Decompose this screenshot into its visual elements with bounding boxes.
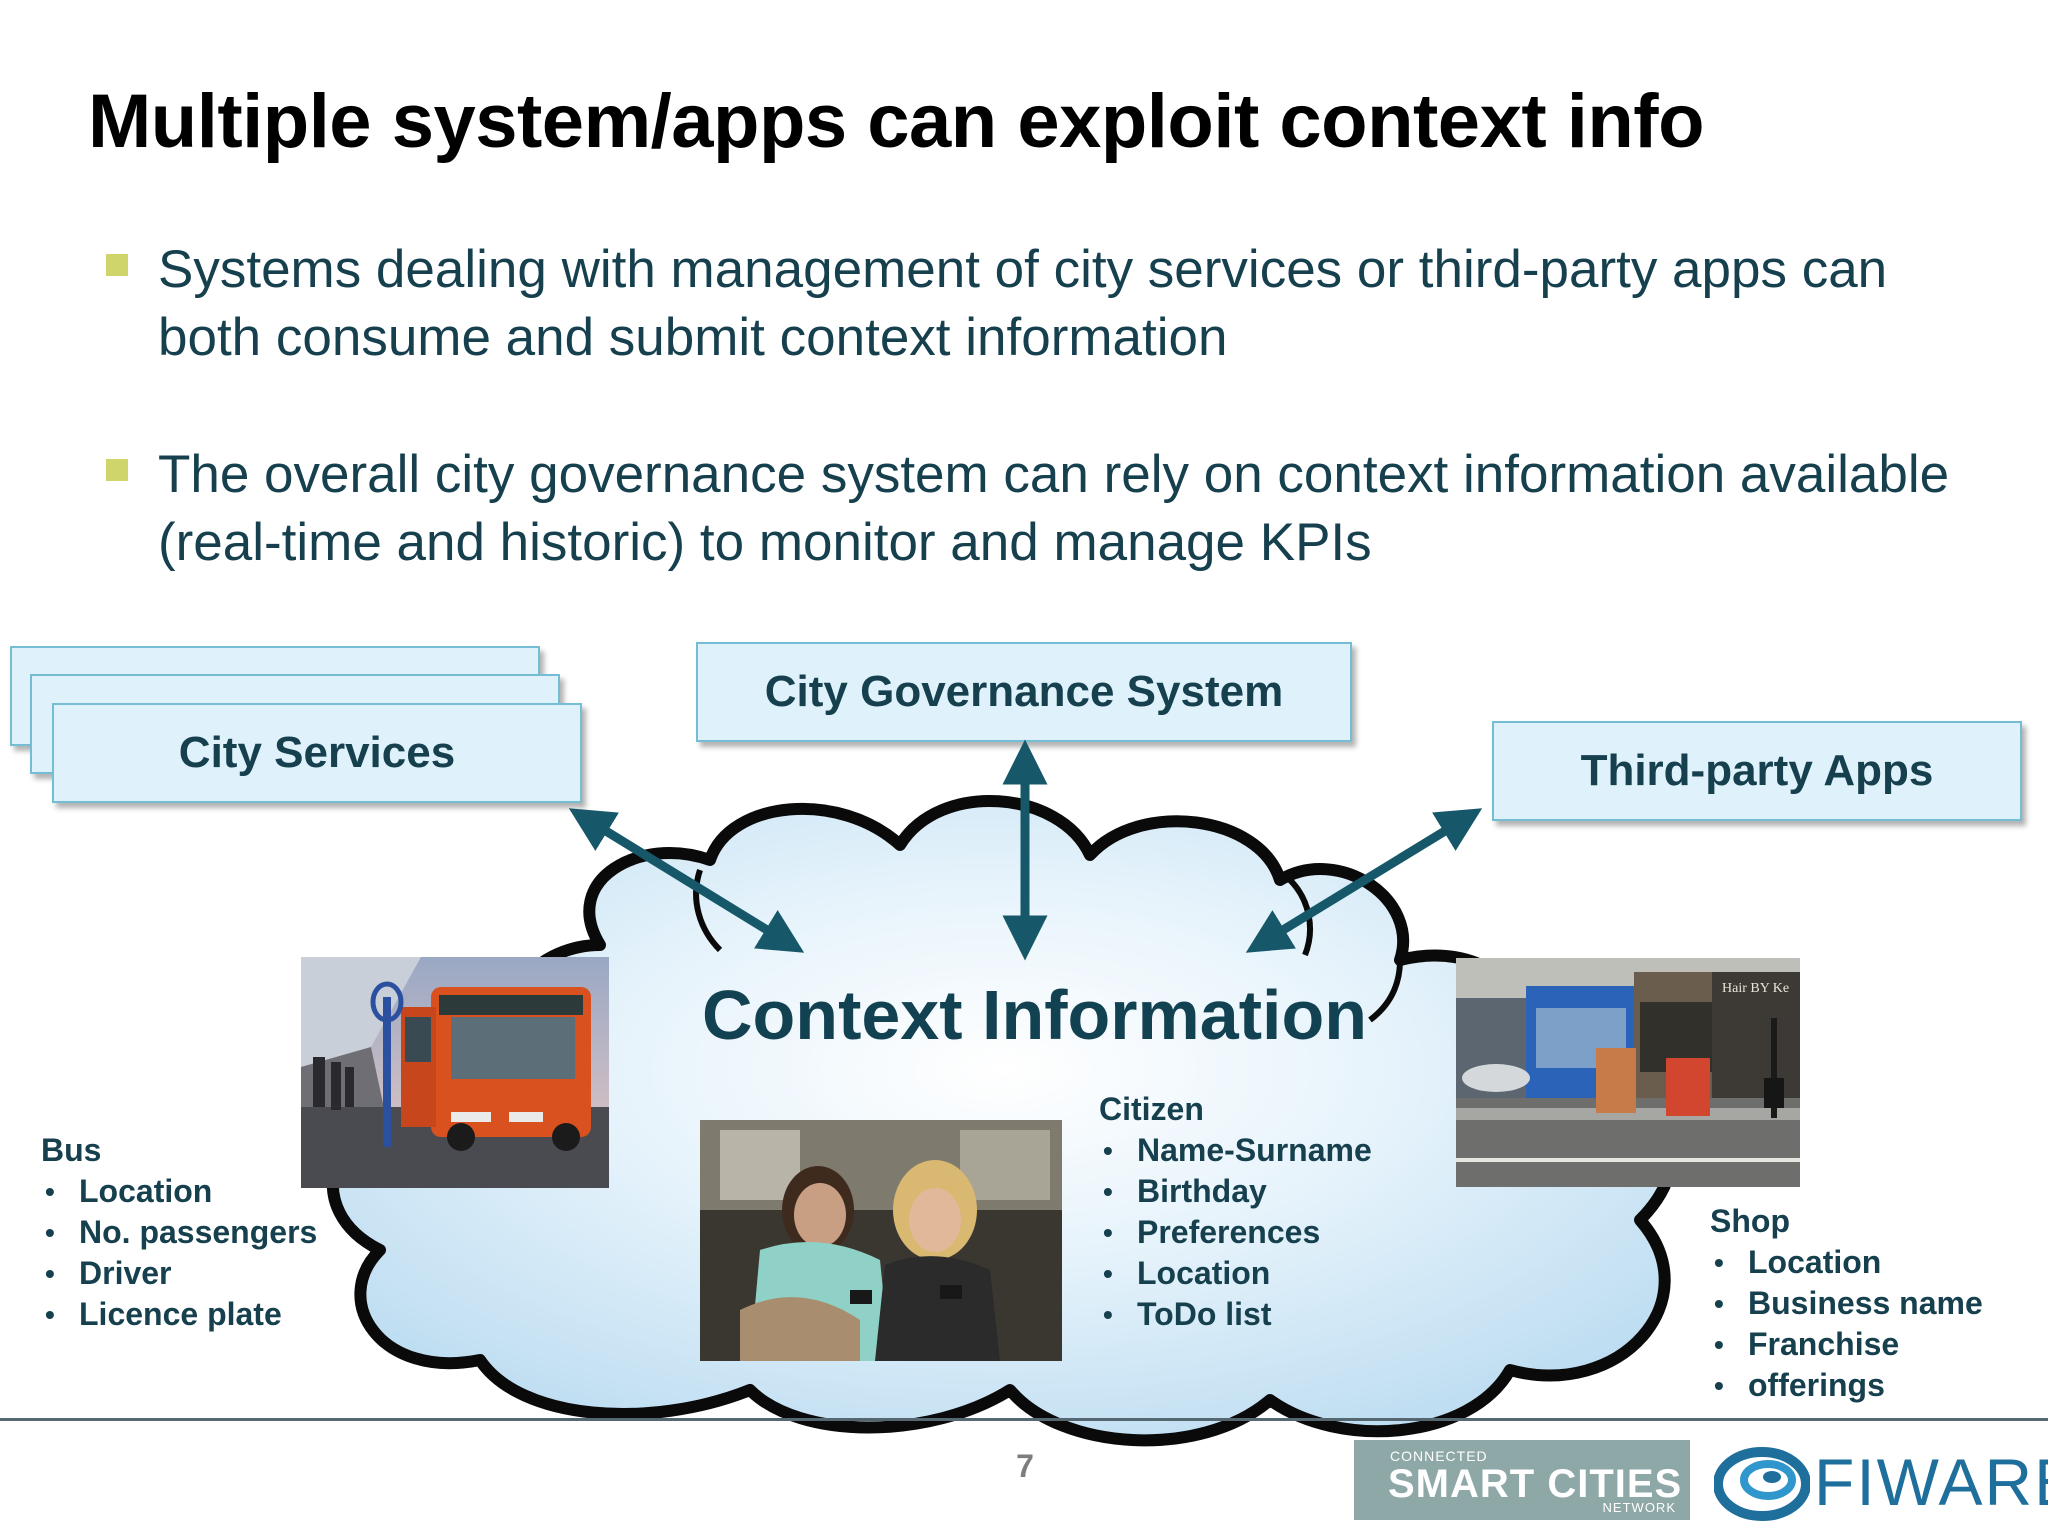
shop-entity: Shop Location Business name Franchise of…	[1710, 1201, 1983, 1406]
bus-photo	[301, 957, 609, 1188]
square-bullet-icon	[106, 254, 128, 276]
city-governance-label: City Governance System	[764, 667, 1284, 716]
footer-divider	[0, 1418, 2048, 1421]
citizen-photo	[700, 1120, 1062, 1361]
page-number: 7	[1016, 1448, 1034, 1484]
list-item: Driver	[41, 1253, 317, 1294]
shop-title: Shop	[1710, 1203, 1790, 1239]
connected-smart-cities-logo: CONNECTED SMART CITIES NETWORK	[1354, 1440, 1690, 1520]
list-item: Business name	[1710, 1283, 1983, 1324]
arrow-third-party-apps	[1245, 808, 1483, 953]
list-item: Name-Surname	[1099, 1130, 1372, 1171]
citizen-attributes: Name-Surname Birthday Preferences Locati…	[1099, 1130, 1372, 1335]
list-item: offerings	[1710, 1365, 1983, 1406]
list-item: Location	[1710, 1242, 1983, 1283]
list-item: No. passengers	[41, 1212, 317, 1253]
citizen-title: Citizen	[1099, 1091, 1204, 1127]
citizen-entity: Citizen Name-Surname Birthday Preference…	[1099, 1089, 1372, 1335]
context-information-label: Context Information	[702, 976, 1367, 1054]
list-item: Location	[41, 1171, 317, 1212]
third-party-apps-box: Third-party Apps	[1492, 721, 2022, 821]
fiware-logo: FIWARE	[1714, 1440, 2048, 1524]
city-services-box: City Services	[52, 703, 582, 803]
fiware-wordmark: FIWARE	[1814, 1445, 2048, 1519]
slide-title: Multiple system/apps can exploit context…	[88, 79, 1705, 164]
list-item: Franchise	[1710, 1324, 1983, 1365]
list-item: Birthday	[1099, 1171, 1372, 1212]
third-party-apps-label: Third-party Apps	[1580, 746, 1934, 795]
square-bullet-icon	[106, 459, 128, 481]
list-item: Preferences	[1099, 1212, 1372, 1253]
arrow-city-services	[568, 808, 805, 953]
fiware-swirl-icon	[1714, 1447, 1810, 1521]
bullet-text: Systems dealing with management of city …	[158, 240, 1888, 367]
csc-logo-bottom: NETWORK	[1602, 1500, 1676, 1515]
csc-logo-main: SMART CITIES	[1388, 1462, 1683, 1506]
bullet-text: The overall city governance system can r…	[158, 445, 1950, 572]
list-item: Location	[1099, 1253, 1372, 1294]
shop-sign: Hair BY Ke	[1722, 981, 1789, 996]
bus-attributes: Location No. passengers Driver Licence p…	[41, 1171, 317, 1335]
bus-entity: Bus Location No. passengers Driver Licen…	[41, 1130, 317, 1335]
list-item: ToDo list	[1099, 1294, 1372, 1335]
csc-logo-top: CONNECTED	[1390, 1448, 1488, 1464]
list-item: Licence plate	[41, 1294, 317, 1335]
bus-title: Bus	[41, 1132, 102, 1168]
shop-photo: Hair BY Ke	[1456, 958, 1800, 1187]
shop-attributes: Location Business name Franchise offerin…	[1710, 1242, 1983, 1406]
city-services-label: City Services	[178, 728, 456, 777]
